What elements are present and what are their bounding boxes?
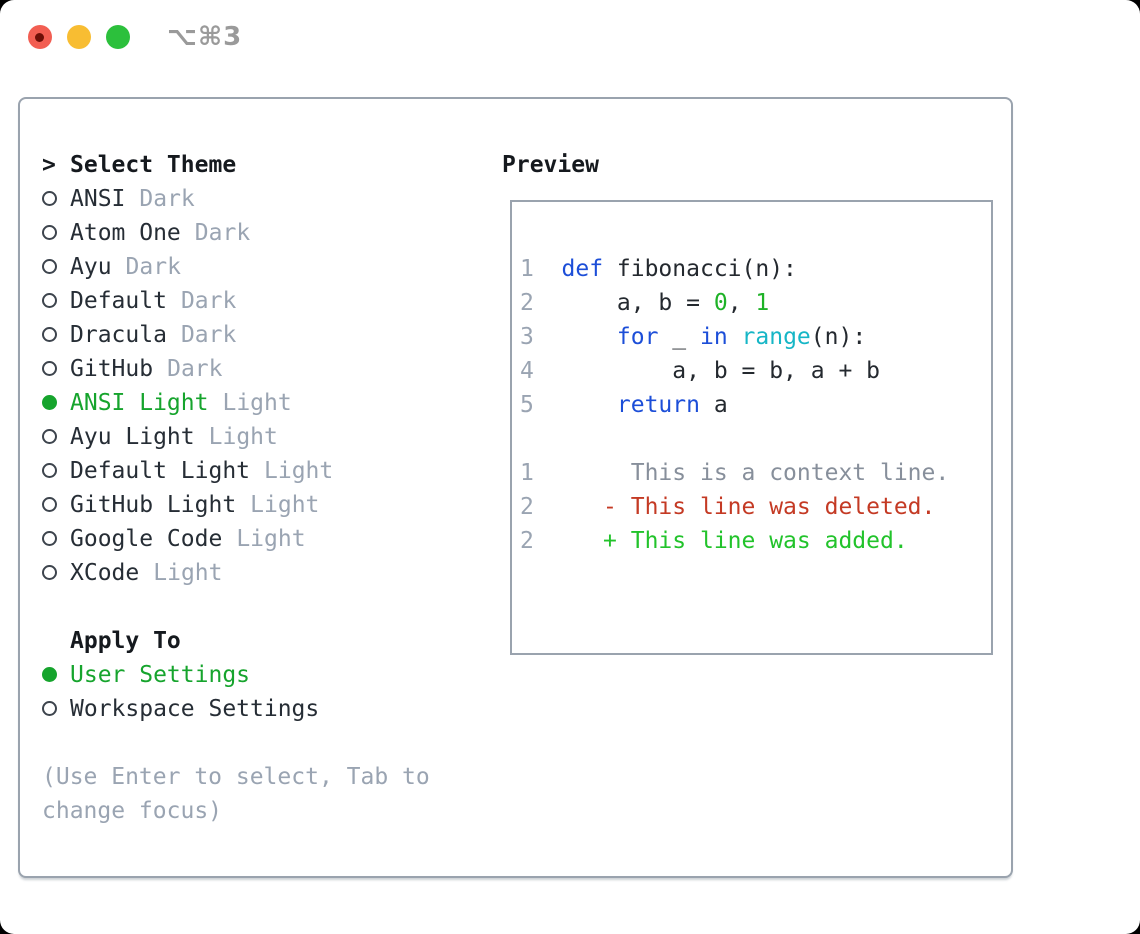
diff-added-line: 2 + This line was added. (520, 524, 991, 558)
line-number: 1 (520, 460, 534, 486)
radio-unselected-icon (42, 701, 57, 716)
radio-unselected-icon (42, 327, 57, 342)
code-line: 2 a, b = 0, 1 (520, 286, 991, 320)
radio-unselected-icon (42, 293, 57, 308)
minimize-button-icon[interactable] (67, 25, 91, 49)
cursor-prompt-icon: > (42, 152, 56, 178)
code-line: 4 a, b = b, a + b (520, 354, 991, 388)
apply-option-user-settings-selected[interactable]: User Settings (42, 658, 482, 692)
traffic-lights (28, 25, 130, 49)
radio-unselected-icon (42, 361, 57, 376)
code-line: 5 return a (520, 388, 991, 422)
preview-title: Preview (502, 152, 599, 178)
line-number: 2 (520, 494, 534, 520)
radio-selected-icon (42, 667, 57, 682)
select-theme-header: > Select Theme (42, 148, 482, 182)
diff-deleted-line: 2 - This line was deleted. (520, 490, 991, 524)
line-number: 2 (520, 528, 534, 554)
close-button-icon[interactable] (28, 25, 52, 49)
line-number: 4 (520, 358, 534, 384)
radio-unselected-icon (42, 565, 57, 580)
radio-unselected-icon (42, 191, 57, 206)
radio-unselected-icon (42, 531, 57, 546)
radio-selected-icon (42, 395, 57, 410)
apply-to-header: Apply To (42, 624, 482, 658)
select-theme-title: Select Theme (70, 152, 237, 178)
window-title-shortcut: ⌥⌘3 (167, 22, 243, 52)
line-number: 3 (520, 324, 534, 350)
apply-to-title: Apply To (70, 628, 181, 654)
keyboard-hint-text: (Use Enter to select, Tab to change focu… (42, 764, 430, 824)
line-number: 5 (520, 392, 534, 418)
line-number: 1 (520, 256, 534, 282)
apply-option-workspace-settings[interactable]: Workspace Settings (42, 692, 482, 726)
radio-unselected-icon (42, 463, 57, 478)
spacer (42, 726, 482, 760)
spacer (42, 590, 482, 624)
zoom-button-icon[interactable] (106, 25, 130, 49)
code-line: 3 for _ in range(n): (520, 320, 991, 354)
radio-unselected-icon (42, 225, 57, 240)
code-line-blank (520, 422, 991, 456)
radio-unselected-icon (42, 259, 57, 274)
radio-unselected-icon (42, 429, 57, 444)
line-number: 2 (520, 290, 534, 316)
diff-context-line: 1 This is a context line. (520, 456, 991, 490)
radio-unselected-icon (42, 497, 57, 512)
